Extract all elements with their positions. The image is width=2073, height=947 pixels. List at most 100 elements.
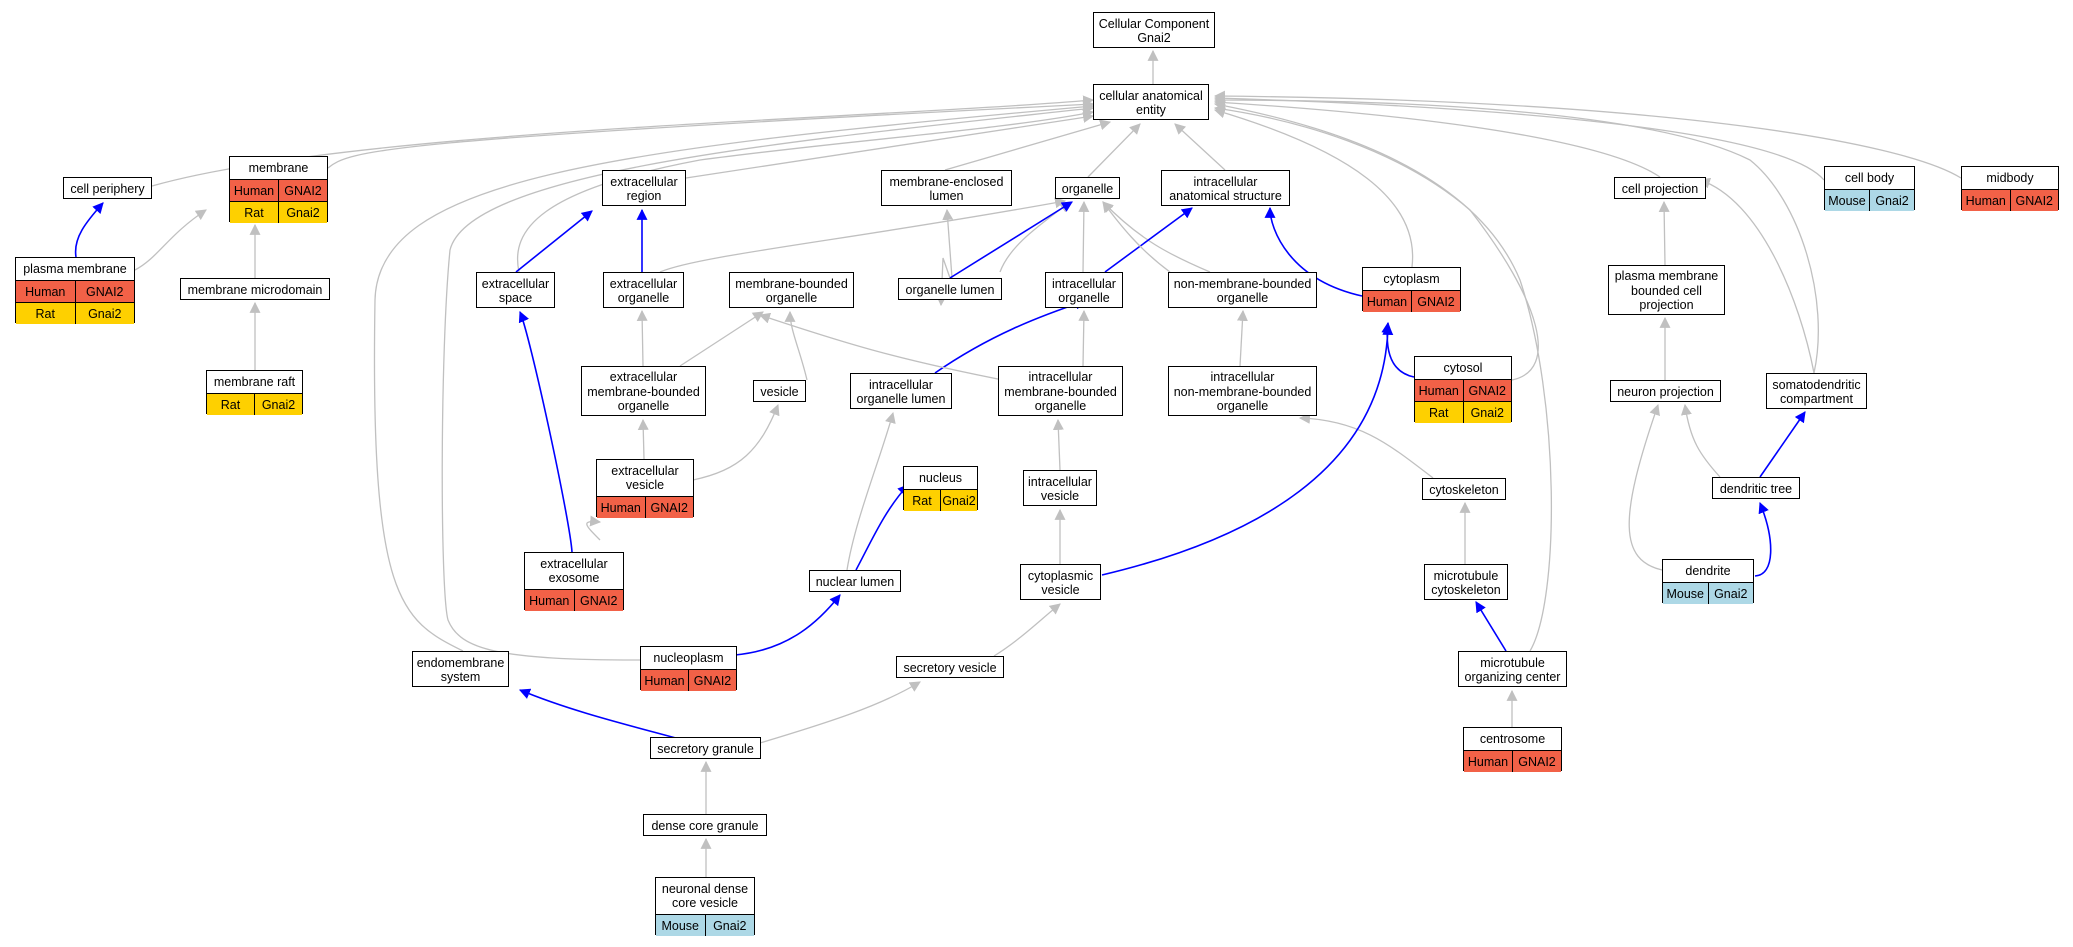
gray-edge-36: [993, 603, 1061, 657]
gray-edge-28: [1236, 309, 1248, 367]
go-term-label: nucleus: [918, 470, 963, 485]
go-term-cae[interactable]: cellular anatomical entity: [1093, 84, 1209, 120]
blue-edge-1: [74, 202, 104, 258]
gray-edge-cae-8: [1174, 123, 1226, 171]
species-name: Mouse: [1828, 193, 1866, 208]
go-term-label: secretory granule: [657, 741, 754, 756]
species-name: Human: [1366, 294, 1408, 309]
gene-symbol: Gnai2: [1869, 190, 1914, 211]
go-term-membrane-bounded-organelle[interactable]: membrane-bounded organelle: [729, 272, 854, 308]
gray-edge-cae-12: [1213, 97, 1661, 178]
go-term-cell-periphery[interactable]: cell periphery: [63, 177, 152, 199]
gene-symbol: GNAI2: [2009, 190, 2059, 211]
go-term-somatodendritic-compartment[interactable]: somatodendritic compartment: [1766, 373, 1867, 409]
go-term-label: intracellular non-membrane-bounded organ…: [1173, 370, 1312, 414]
go-term-nuclear-lumen[interactable]: nuclear lumen: [809, 570, 901, 592]
go-term-label: membrane-bounded organelle: [735, 276, 848, 305]
go-term-intracellular-non-mb-organelle[interactable]: intracellular non-membrane-bounded organ…: [1168, 366, 1317, 416]
gene-symbol: GNAI2: [278, 180, 327, 201]
gray-edge-12: [679, 311, 764, 367]
gray-edge-cae-16: [659, 197, 1067, 273]
gray-edge-7: [636, 309, 648, 367]
go-term-cytoplasmic-vesicle[interactable]: cytoplasmic vesicle: [1020, 564, 1101, 600]
go-term-extracellular-region[interactable]: extracellular region: [602, 170, 686, 206]
gene-symbol: Gnai2: [74, 303, 135, 324]
species-name: Rat: [244, 205, 264, 220]
go-term-intracellular-organelle[interactable]: intracellular organelle: [1045, 272, 1123, 308]
blue-edge-16: [734, 594, 841, 656]
go-term-intracellular-vesicle[interactable]: intracellular vesicle: [1023, 470, 1097, 506]
gene-symbol: GNAI2: [74, 281, 135, 302]
go-term-cell-projection[interactable]: cell projection: [1614, 177, 1706, 199]
blue-edge-43: [1759, 411, 1806, 478]
go-term-dendritic-tree[interactable]: dendritic tree: [1712, 477, 1800, 499]
go-term-root[interactable]: Cellular Component Gnai2: [1093, 12, 1215, 48]
go-term-label: organelle lumen: [905, 282, 995, 297]
species-name: Mouse: [1666, 586, 1705, 601]
go-term-intracellular-organelle-lumen[interactable]: intracellular organelle lumen: [850, 373, 952, 409]
go-term-organelle[interactable]: organelle: [1055, 177, 1120, 199]
go-term-label: extracellular region: [610, 174, 678, 203]
go-term-secretory-granule[interactable]: secretory granule: [650, 737, 761, 759]
go-term-microtubule-cytoskeleton[interactable]: microtubule cytoskeleton: [1424, 564, 1508, 600]
go-term-label: cytoplasmic vesicle: [1027, 568, 1094, 597]
species-name: Human: [25, 284, 66, 299]
go-term-organelle-lumen[interactable]: organelle lumen: [898, 278, 1002, 300]
blue-edge-20: [949, 201, 1073, 279]
go-term-intracellular-anatomical-structure[interactable]: intracellular anatomical structure: [1161, 170, 1290, 206]
go-term-intracellular-mb-organelle[interactable]: intracellular membrane-bounded organelle: [998, 366, 1123, 416]
gray-edge-14: [846, 411, 896, 571]
go-term-ext-mb-organelle[interactable]: extracellular membrane-bounded organelle: [581, 366, 706, 416]
gray-edge-8: [637, 418, 649, 460]
go-term-cytoskeleton[interactable]: cytoskeleton: [1422, 478, 1506, 500]
go-term-membrane-microdomain[interactable]: membrane microdomain: [180, 278, 330, 300]
blue-edge-5: [515, 210, 593, 273]
gray-edge-cae-10: [1213, 103, 1539, 381]
gray-edge-26: [758, 312, 1014, 383]
go-term-dense-core-granule[interactable]: dense core granule: [643, 814, 767, 836]
go-term-label: membrane: [248, 160, 309, 175]
blue-edge-21: [1104, 207, 1193, 273]
gene-symbol: GNAI2: [1411, 291, 1460, 312]
go-term-neuron-projection[interactable]: neuron projection: [1610, 380, 1721, 402]
go-term-microtubule-organizing-center[interactable]: microtubule organizing center: [1458, 651, 1567, 687]
go-term-pm-bounded-cell-projection[interactable]: plasma membrane bounded cell projection: [1608, 265, 1725, 315]
gray-edge-37: [759, 681, 921, 744]
go-term-label: dendrite: [1685, 563, 1731, 578]
go-term-extracellular-organelle[interactable]: extracellular organelle: [603, 272, 684, 308]
go-term-non-mb-organelle[interactable]: non-membrane-bounded organelle: [1168, 272, 1317, 308]
go-term-label: plasma membrane bounded cell projection: [1614, 269, 1719, 313]
go-term-vesicle[interactable]: vesicle: [753, 380, 806, 402]
go-term-label: extracellular space: [481, 276, 550, 305]
go-term-extracellular-space[interactable]: extracellular space: [476, 272, 555, 308]
go-term-endomembrane-system[interactable]: endomembrane system: [412, 651, 509, 687]
go-term-secretory-vesicle[interactable]: secretory vesicle: [896, 656, 1004, 678]
gene-symbol: Gnai2: [1707, 583, 1754, 604]
species-name: Human: [600, 500, 641, 515]
go-term-membrane-enclosed-lumen[interactable]: membrane-enclosed lumen: [881, 170, 1012, 206]
go-term-label: cell projection: [1621, 181, 1699, 196]
